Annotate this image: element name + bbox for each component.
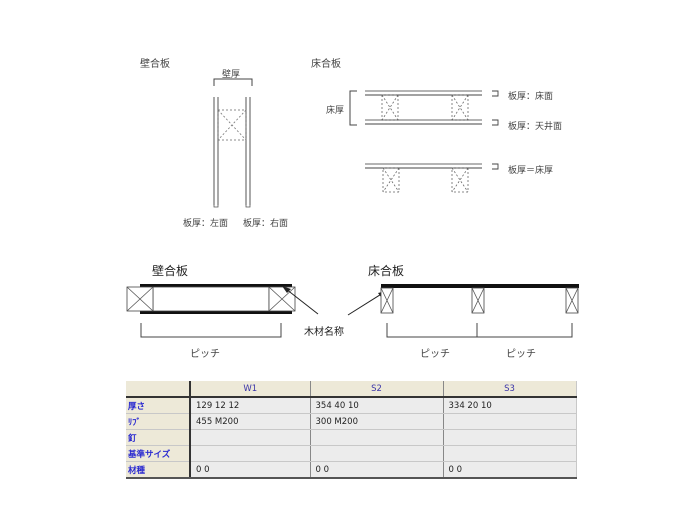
table-cell[interactable] (190, 445, 311, 462)
row-header-standard-size: 基準サイズ (126, 445, 191, 462)
row-header-thickness: 厚さ (126, 397, 191, 414)
floor-panel-title: 床合板 (368, 264, 405, 278)
column-header-s2[interactable]: S2 (310, 381, 444, 398)
lumber-name-label: 木材名称 (304, 327, 344, 338)
thickness-equals-label: 板厚＝床厚 (508, 166, 554, 176)
table-cell[interactable] (310, 429, 444, 446)
table-cell[interactable] (190, 429, 311, 446)
floor-pitch-label-1: ピッチ (420, 349, 450, 360)
floor-pitch-label-2: ピッチ (506, 349, 536, 360)
table-row: 基準サイズ (126, 445, 577, 462)
table-cell[interactable]: 455 M200 (190, 413, 311, 430)
row-header-material: 材種 (126, 461, 191, 479)
ceiling-face-label: 板厚：天井面 (508, 122, 563, 132)
table-cell[interactable]: 0 0 (443, 461, 577, 479)
wall-plywood-title: 壁合板 (140, 59, 170, 70)
table-row: ﾘﾌﾞ 455 M200 300 M200 (126, 413, 577, 430)
wall-panel-drawing (126, 284, 296, 338)
wall-section-drawing (213, 78, 253, 208)
left-face-label: 板厚：左面 (183, 219, 229, 229)
column-header-w1[interactable]: W1 (190, 381, 311, 398)
table-cell[interactable] (310, 445, 444, 462)
floor-face-label: 板厚：床面 (508, 92, 554, 102)
table-row: 釘 (126, 429, 577, 446)
table-cell[interactable]: 129 12 12 (190, 397, 311, 414)
table-cell[interactable] (443, 429, 577, 446)
table-row: 厚さ 129 12 12 354 40 10 334 20 10 (126, 397, 577, 414)
row-header-nail: 釘 (126, 429, 191, 446)
table-cell[interactable]: 0 0 (190, 461, 311, 479)
floor-panel-drawing (380, 284, 579, 338)
property-table: W1 S2 S3 厚さ 129 12 12 354 40 10 334 20 1… (126, 381, 577, 479)
callout-arrows (282, 286, 386, 316)
floor-plywood-title: 床合板 (311, 59, 341, 70)
wall-thickness-label: 壁厚 (222, 70, 241, 80)
wall-panel-title: 壁合板 (152, 264, 189, 278)
table-cell[interactable]: 334 20 10 (443, 397, 577, 414)
floor-thickness-label: 床厚 (326, 106, 345, 116)
wall-pitch-label: ピッチ (190, 349, 220, 360)
table-cell[interactable]: 354 40 10 (310, 397, 444, 414)
corner-cell (126, 381, 191, 398)
table-header-row: W1 S2 S3 (126, 381, 577, 398)
floor-section-drawing (349, 90, 499, 193)
table-cell[interactable]: 0 0 (310, 461, 444, 479)
column-header-s3[interactable]: S3 (443, 381, 577, 398)
right-face-label: 板厚：右面 (243, 219, 289, 229)
table-row: 材種 0 0 0 0 0 0 (126, 461, 577, 479)
row-header-rib: ﾘﾌﾞ (126, 413, 191, 430)
table-cell[interactable] (443, 413, 577, 430)
table-cell[interactable] (443, 445, 577, 462)
table-cell[interactable]: 300 M200 (310, 413, 444, 430)
